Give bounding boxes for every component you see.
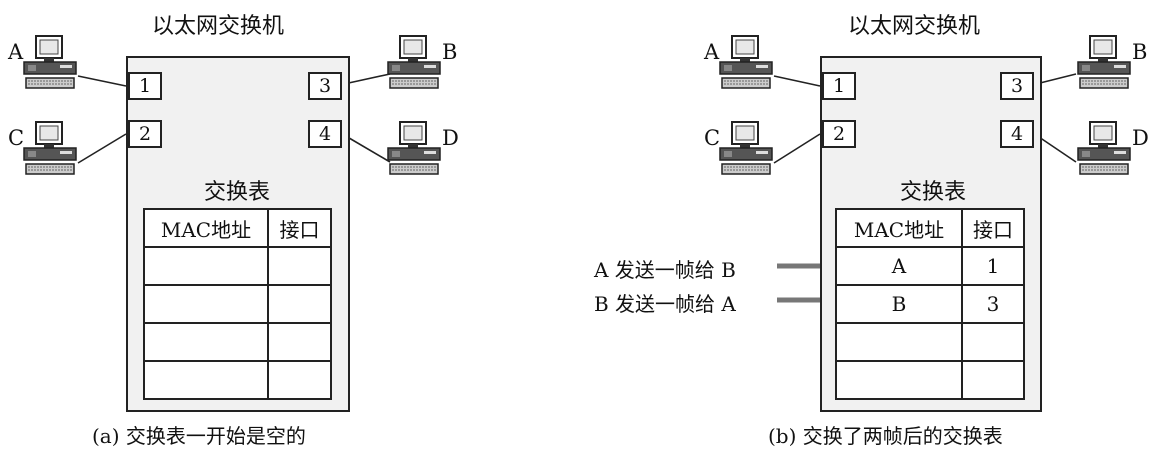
mac-cell <box>835 360 963 400</box>
desktop-computer-icon <box>719 121 773 175</box>
port-2: 2 <box>822 120 856 148</box>
link-a <box>77 75 127 87</box>
desktop-computer-icon <box>23 35 77 89</box>
host-label-d: D <box>1132 126 1149 150</box>
link-b <box>343 73 391 85</box>
caption-a: (a) 交换表一开始是空的 <box>92 424 306 448</box>
mac-cell: B <box>835 284 963 324</box>
table-title: 交换表 <box>204 180 271 205</box>
desktop-computer-icon <box>1077 35 1131 89</box>
port-3: 3 <box>308 72 342 100</box>
host-label-b: B <box>442 40 458 64</box>
port-cell <box>961 360 1025 400</box>
port-2: 2 <box>128 120 162 148</box>
mac-cell: A <box>835 246 963 286</box>
table-title: 交换表 <box>900 180 967 205</box>
host-label-a: A <box>704 40 720 64</box>
table-row <box>835 322 1025 362</box>
link-d <box>343 134 391 163</box>
table-header-row: MAC地址 接口 <box>835 208 1025 248</box>
switch-title: 以太网交换机 <box>152 14 285 39</box>
host-label-a: A <box>8 40 24 64</box>
port-cell: 1 <box>961 246 1025 286</box>
host-label-c: C <box>8 126 25 150</box>
link-c <box>773 133 821 164</box>
table-header-row: MAC地址 接口 <box>143 208 332 248</box>
header-port: 接口 <box>961 208 1025 248</box>
table-row <box>143 322 332 362</box>
port-cell <box>267 246 332 286</box>
desktop-computer-icon <box>387 35 441 89</box>
mac-cell <box>143 284 269 324</box>
port-cell <box>961 322 1025 362</box>
table-row <box>835 360 1025 400</box>
link-b <box>1035 73 1077 85</box>
port-4: 4 <box>308 120 342 148</box>
event-label-a-to-b: A 发送一帧给 B <box>594 258 736 282</box>
desktop-computer-icon <box>387 121 441 175</box>
desktop-computer-icon <box>1077 121 1131 175</box>
link-d <box>1035 134 1077 163</box>
connection-lines <box>77 73 391 164</box>
header-mac: MAC地址 <box>835 208 963 248</box>
port-cell <box>267 360 332 400</box>
table-row <box>143 246 332 286</box>
port-4: 4 <box>1000 120 1034 148</box>
link-c <box>77 133 127 164</box>
mac-cell <box>835 322 963 362</box>
link-a <box>773 75 821 87</box>
mac-cell <box>143 246 269 286</box>
table-row <box>143 360 332 400</box>
host-label-c: C <box>704 126 721 150</box>
port-1: 1 <box>128 72 162 100</box>
header-port: 接口 <box>267 208 332 248</box>
switch-title: 以太网交换机 <box>848 14 981 39</box>
host-label-b: B <box>1132 40 1148 64</box>
mac-cell <box>143 360 269 400</box>
port-cell: 3 <box>961 284 1025 324</box>
desktop-computer-icon <box>719 35 773 89</box>
caption-b: (b) 交换了两帧后的交换表 <box>768 424 1003 448</box>
header-mac: MAC地址 <box>143 208 269 248</box>
port-3: 3 <box>1000 72 1034 100</box>
port-1: 1 <box>822 72 856 100</box>
desktop-computer-icon <box>23 121 77 175</box>
mac-cell <box>143 322 269 362</box>
switch-table: MAC地址 接口 <box>143 208 332 400</box>
host-label-d: D <box>442 126 459 150</box>
port-cell <box>267 322 332 362</box>
port-cell <box>267 284 332 324</box>
event-label-b-to-a: B 发送一帧给 A <box>594 292 736 316</box>
panel-a: 以太网交换机 1 2 3 4 交换表 MAC地址 接口 A C <box>0 0 560 454</box>
table-row <box>143 284 332 324</box>
